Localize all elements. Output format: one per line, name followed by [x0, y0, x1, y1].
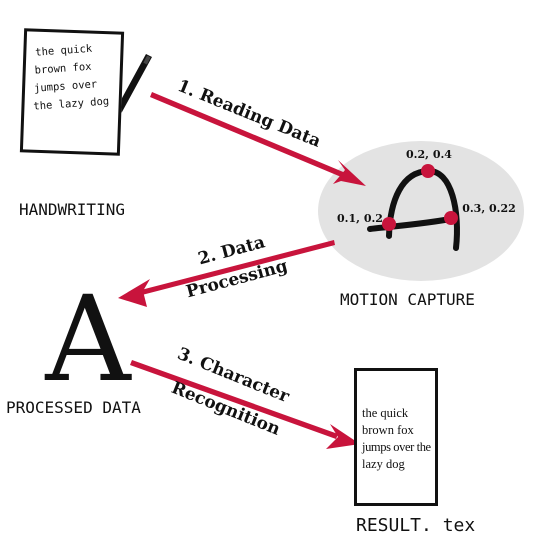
- coordinate-left: 0.1, 0.2: [337, 212, 383, 225]
- result-line: lazy dog: [362, 457, 405, 471]
- capture-point-left: [382, 217, 396, 231]
- processed-glyph: A: [44, 270, 132, 408]
- handwriting-note: the quick brown fox jumps over the lazy …: [19, 28, 125, 156]
- coordinate-right: 0.3, 0.22: [462, 202, 516, 215]
- motion-capture-background: [318, 141, 524, 281]
- capture-point-right: [444, 211, 458, 225]
- result-line: jumps over the: [362, 440, 431, 454]
- arrow-data-processing: [118, 240, 335, 307]
- result-label: RESULT. tex: [356, 515, 476, 536]
- result-line: brown fox: [362, 423, 414, 437]
- arrow-reading-data: [150, 92, 366, 186]
- result-document: the quick brown fox jumps over the lazy …: [354, 368, 438, 506]
- motion-capture-label: MOTION CAPTURE: [340, 290, 475, 309]
- coordinate-top: 0.2, 0.4: [406, 148, 452, 161]
- arrow-character-recognition: [130, 360, 360, 449]
- handwriting-label: HANDWRITING: [19, 200, 125, 219]
- capture-point-top: [421, 164, 435, 178]
- processed-data-label: PROCESSED DATA: [6, 398, 141, 417]
- result-line: the quick: [362, 406, 409, 420]
